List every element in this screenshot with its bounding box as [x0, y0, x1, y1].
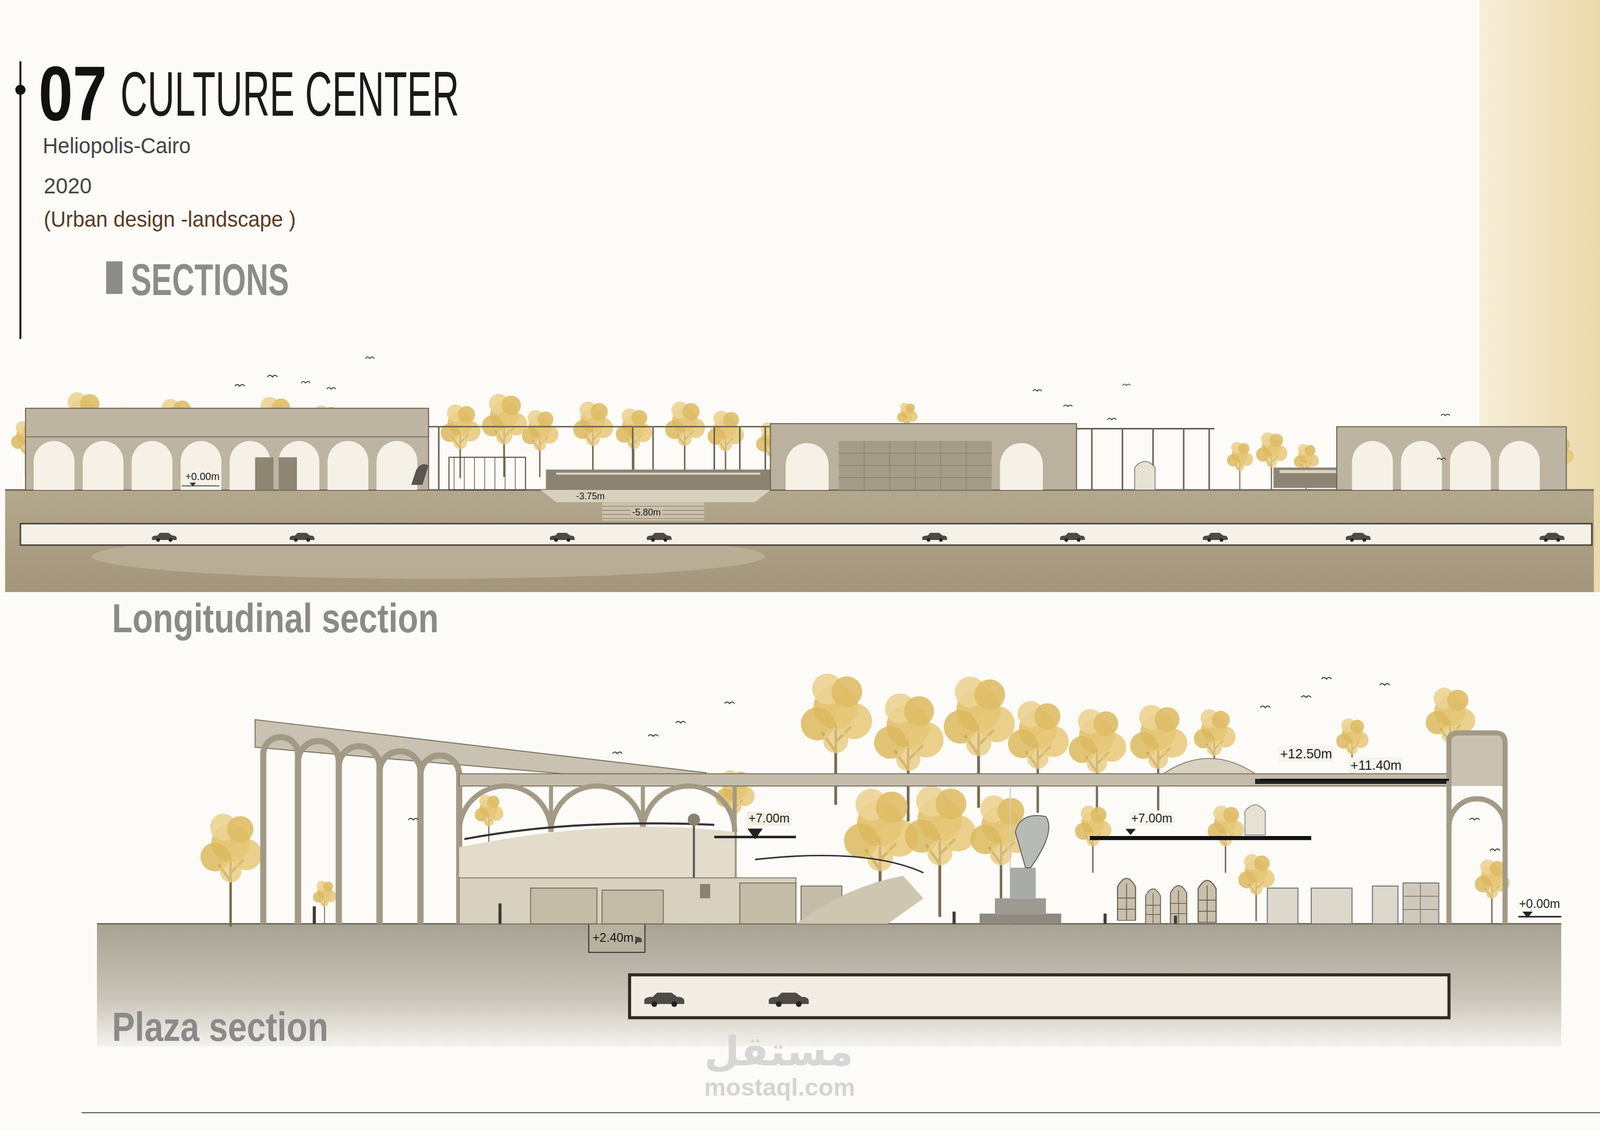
label-slot: CULTURE CENTER: [120, 59, 693, 130]
label-slot: +0.00m: [1517, 896, 1562, 912]
left-arcade: [25, 408, 429, 490]
level-mark: -5.80m: [630, 507, 663, 519]
page-title: CULTURE CENTER: [120, 59, 460, 130]
level-mark: +0.00m: [183, 470, 221, 484]
kiosks: [1117, 878, 1439, 924]
label-slot: 2020: [43, 173, 94, 199]
label-slot: +7.00m: [1129, 811, 1174, 827]
birds: [234, 357, 1450, 460]
label-slot: mostaql.com: [704, 1073, 856, 1101]
label-slot: +12.50m: [1278, 745, 1334, 762]
label-slot: SECTIONS: [130, 254, 361, 305]
arched-structure: [254, 719, 1449, 925]
label-slot: +2.40m: [591, 930, 636, 946]
label-slot: +0.00m: [183, 470, 221, 484]
label-slot: +11.40m: [1348, 757, 1403, 773]
label-slot: -5.80m: [630, 507, 663, 519]
label-slot: 07: [38, 51, 126, 137]
project-location: Heliopolis-Cairo: [42, 133, 191, 158]
trees: [200, 673, 1510, 927]
right-arcade: [1076, 426, 1567, 490]
label-slot: (Urban design -landscape ): [43, 206, 315, 232]
level-mark: +7.00m: [1129, 811, 1174, 827]
people: [314, 903, 1176, 924]
watermark-url: mostaql.com: [704, 1073, 856, 1101]
level-mark: +12.50m: [1278, 745, 1334, 762]
project-year: 2020: [43, 173, 92, 199]
tunnel-cars: [151, 532, 1565, 542]
label-slot: -3.75m: [574, 490, 607, 502]
level-mark: +2.40m: [591, 930, 636, 946]
level-mark: +0.00m: [1517, 896, 1562, 912]
watermark-logo: مستقل: [704, 1028, 854, 1074]
section-title: Plaza section: [112, 1004, 329, 1050]
gramophone-sculpture: [979, 815, 1062, 925]
plaza-section: [96, 673, 1562, 1046]
label-slot: Plaza section: [112, 1004, 371, 1050]
longitudinal-section: [5, 357, 1594, 593]
section-title: Longitudinal section: [112, 595, 439, 641]
label-slot: +7.00m: [746, 811, 792, 827]
level-mark: +11.40m: [1348, 757, 1403, 773]
sheet-number: 07: [38, 51, 107, 137]
terraces: [459, 779, 1562, 924]
level-mark: -3.75m: [574, 490, 607, 502]
project-type: (Urban design -landscape ): [43, 206, 297, 232]
birds: [408, 677, 1500, 851]
middle-building: [770, 423, 1077, 490]
right-frame: [1163, 732, 1506, 924]
label-slot: Heliopolis-Cairo: [42, 133, 202, 158]
label-slot: مستقل: [704, 1028, 854, 1074]
label-slot: Longitudinal section: [112, 595, 512, 641]
trees: [10, 392, 1574, 490]
sheet-heading: SECTIONS: [130, 254, 289, 305]
central-plaza: [411, 426, 771, 521]
level-mark: +7.00m: [746, 811, 792, 827]
